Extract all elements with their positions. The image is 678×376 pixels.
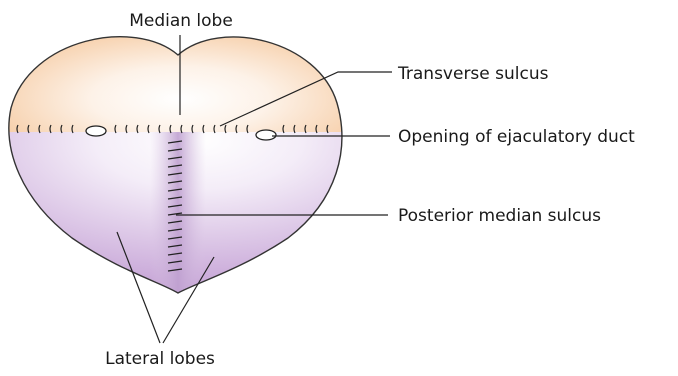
posterior-median-sulcus-label: Posterior median sulcus: [398, 206, 601, 226]
right-ejaculatory-duct-opening: [256, 130, 276, 140]
transverse-sulcus-label: Transverse sulcus: [397, 64, 549, 84]
opening-ejaculatory-duct-label: Opening of ejaculatory duct: [398, 127, 635, 147]
left-ejaculatory-duct-opening: [86, 126, 106, 136]
lateral-lobes-label: Lateral lobes: [105, 349, 215, 369]
median-lobe-label: Median lobe: [129, 11, 233, 31]
